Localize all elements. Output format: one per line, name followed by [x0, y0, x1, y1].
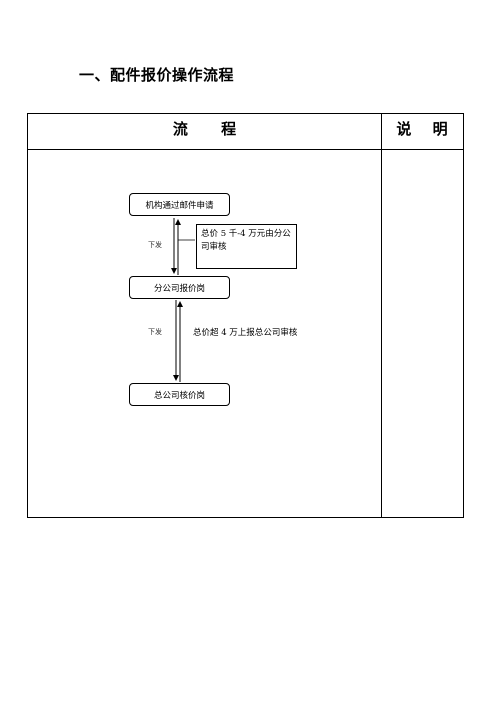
flow-box-hq-review: 总公司核价岗 [129, 383, 230, 406]
label-report-headquarters: 总价超 4 万上报总公司审核 [193, 328, 298, 338]
process-table: 流 程 说 明 [27, 113, 464, 518]
label-send-2: 下发 [148, 328, 162, 336]
header-flow: 流 程 [172, 120, 251, 138]
page-title: 一、配件报价操作流程 [79, 66, 235, 84]
note-branch-approval: 总价 5 千-4 万元由分公司审核 [196, 224, 297, 269]
header-description: 说 明 [396, 120, 456, 138]
flow-box-application: 机构通过邮件申请 [129, 193, 230, 216]
header-divider [28, 149, 463, 150]
label-send-1: 下发 [148, 241, 162, 249]
flow-box-branch-quote: 分公司报价岗 [129, 276, 230, 299]
column-divider [381, 114, 382, 517]
